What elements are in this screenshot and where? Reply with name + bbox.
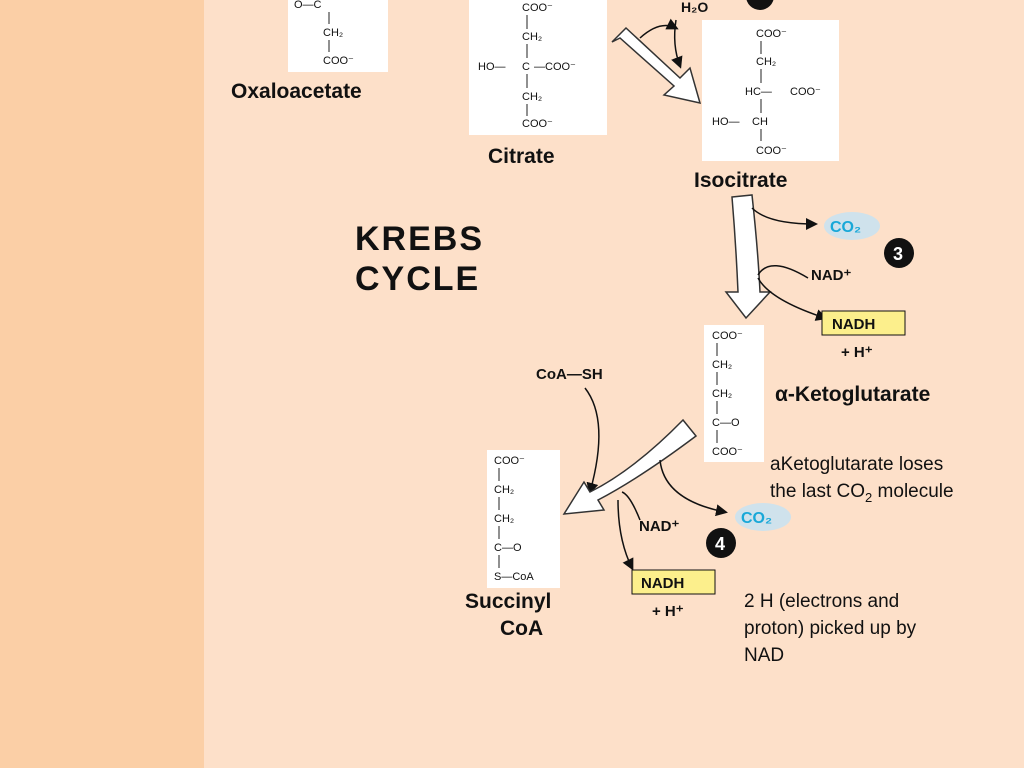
succinyl-co: C—O xyxy=(494,542,522,554)
ketoglutarate-coo-top: COO⁻ xyxy=(712,330,743,342)
step-3-number: 3 xyxy=(893,244,903,264)
oxaloacetate-structure: O—C CH₂ COO⁻ xyxy=(288,0,388,72)
step-4-number: 4 xyxy=(715,534,725,554)
nadh-box-2 xyxy=(631,569,716,595)
isocitrate-label: Isocitrate xyxy=(694,169,787,192)
diagram-title-line1: KREBS xyxy=(355,220,484,258)
co2-blob-1 xyxy=(824,212,880,240)
ketoglutarate-to-succinyl-arrow xyxy=(562,418,698,515)
coash-label: CoA—SH xyxy=(536,366,603,383)
oxaloacetate-label: Oxaloacetate xyxy=(231,80,362,103)
oxaloacetate-ch2: CH₂ xyxy=(323,27,343,39)
ketoglutarate-note-line2: the last CO2 molecule xyxy=(770,481,954,505)
nad-label-2: NAD⁺ xyxy=(639,518,679,535)
nad-note-line1: 2 H (electrons and xyxy=(744,591,899,612)
ketoglutarate-label: α-Ketoglutarate xyxy=(775,383,930,406)
isocitrate-ho: HO— xyxy=(712,116,740,128)
step-badge-4 xyxy=(706,528,736,558)
ketoglutarate-coo-bottom: COO⁻ xyxy=(712,446,743,458)
co2-release-arrow-1 xyxy=(751,207,818,230)
citrate-ch2-top: CH₂ xyxy=(522,31,542,43)
citrate-structure: COO⁻ CH₂ HO— C —COO⁻ CH₂ COO⁻ xyxy=(469,0,607,135)
citrate-ho: HO— xyxy=(478,61,506,73)
citrate-coo-mid: —COO⁻ xyxy=(534,61,576,73)
nad-in-arrow-1 xyxy=(757,265,809,279)
nad-in-arrow-2 xyxy=(621,491,641,521)
hplus-label-1: + H⁺ xyxy=(841,344,873,361)
succinyl-coa-label-line2: CoA xyxy=(500,617,543,640)
nad-note-line2: proton) picked up by xyxy=(744,618,917,639)
nadh-out-arrow-1 xyxy=(757,277,828,321)
isocitrate-ch: CH xyxy=(752,116,768,128)
oxaloacetate-coo: COO⁻ xyxy=(323,55,354,67)
coash-in-arrow xyxy=(584,387,600,495)
isocitrate-coo-bottom: COO⁻ xyxy=(756,145,787,157)
citrate-to-isocitrate-arrow xyxy=(611,26,702,105)
citrate-label: Citrate xyxy=(488,145,555,168)
nadh-out-arrow-2 xyxy=(617,499,634,571)
nadh-label-2: NADH xyxy=(641,575,684,592)
succinyl-coo-top: COO⁻ xyxy=(494,455,525,467)
h2o-in-arrow xyxy=(639,18,679,39)
succinyl-scoa: S—CoA xyxy=(494,571,534,583)
ketoglutarate-structure: COO⁻ CH₂ CH₂ C—O COO⁻ xyxy=(704,325,764,462)
isocitrate-structure: COO⁻ CH₂ HC— COO⁻ HO— CH COO⁻ xyxy=(702,20,839,161)
ketoglutarate-ch2-b: CH₂ xyxy=(712,388,732,400)
ketoglutarate-co: C—O xyxy=(712,417,740,429)
ketoglutarate-ch2-a: CH₂ xyxy=(712,359,732,371)
citrate-c: C xyxy=(522,61,530,73)
nad-label-1: NAD⁺ xyxy=(811,267,851,284)
nad-note-line3: NAD xyxy=(744,645,784,666)
h2o-out-arrow xyxy=(671,19,683,69)
isocitrate-coo-mid: COO⁻ xyxy=(790,86,821,98)
co2-blob-2 xyxy=(735,503,791,531)
isocitrate-ch2: CH₂ xyxy=(756,56,776,68)
co2-release-arrow-2 xyxy=(659,459,728,517)
succinyl-coa-label-line1: Succinyl xyxy=(465,590,551,613)
succinyl-ch2-a: CH₂ xyxy=(494,484,514,496)
slide-background xyxy=(204,0,1024,768)
isocitrate-coo-top: COO⁻ xyxy=(756,28,787,40)
citrate-coo-bottom: COO⁻ xyxy=(522,118,553,130)
step-badge-2 xyxy=(746,0,774,10)
side-panel xyxy=(0,0,204,768)
nadh-label-1: NADH xyxy=(832,316,875,333)
succinyl-coa-structure: COO⁻ CH₂ CH₂ C—O S—CoA xyxy=(487,450,560,588)
co2-label-2: CO₂ xyxy=(741,510,772,527)
step-badge-3 xyxy=(884,238,914,268)
succinyl-ch2-b: CH₂ xyxy=(494,513,514,525)
citrate-ch2-bottom: CH₂ xyxy=(522,91,542,103)
nadh-box-1 xyxy=(821,310,906,336)
hplus-label-2: + H⁺ xyxy=(652,603,684,620)
diagram-title-line2: CYCLE xyxy=(355,260,480,298)
co2-label-1: CO₂ xyxy=(830,219,861,236)
ketoglutarate-note-line1: aKetoglutarate loses xyxy=(770,454,943,475)
h2o-label: H₂O xyxy=(681,0,708,15)
isocitrate-to-ketoglutarate-arrow xyxy=(724,194,772,320)
isocitrate-hc: HC— xyxy=(745,86,772,98)
oxaloacetate-top: O—C xyxy=(294,0,322,11)
citrate-coo-top: COO⁻ xyxy=(522,2,553,14)
